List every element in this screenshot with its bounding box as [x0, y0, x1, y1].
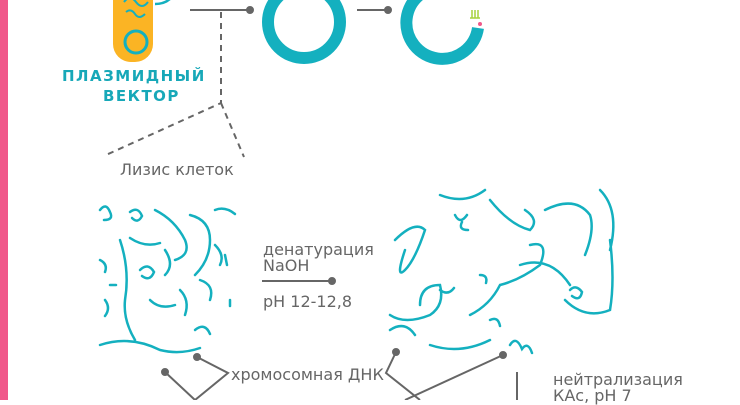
denaturation-label: денатурация [263, 240, 374, 259]
kac-ph-label: КАс, pH 7 [553, 386, 632, 405]
lysis-dashed-lines [105, 12, 245, 158]
chromosomal-dna-pointers [161, 348, 518, 400]
chromosomal-dna-label: хромосомная ДНК [231, 365, 384, 384]
plasmid-ring-icon [262, 0, 346, 64]
naoh-label: NaOH [263, 256, 310, 275]
cell-lysis-label: Лизис клеток [120, 160, 234, 179]
accent-bar [0, 0, 8, 400]
ph-high-label: pH 12-12,8 [263, 292, 353, 311]
process-arrows [190, 6, 392, 285]
neutralization-label: нейтрализация [553, 370, 683, 389]
plasmid-vector-label-line2: ВЕКТОР [103, 87, 180, 105]
open-plasmid-icon [400, 0, 484, 65]
plasmid-vector-label-line1: ПЛАЗМИДНЫЙ [62, 67, 206, 85]
lysed-cell-dna-icon [98, 205, 237, 354]
bacterium-cell-icon [113, 0, 171, 62]
denatured-dna-icon [388, 188, 615, 355]
